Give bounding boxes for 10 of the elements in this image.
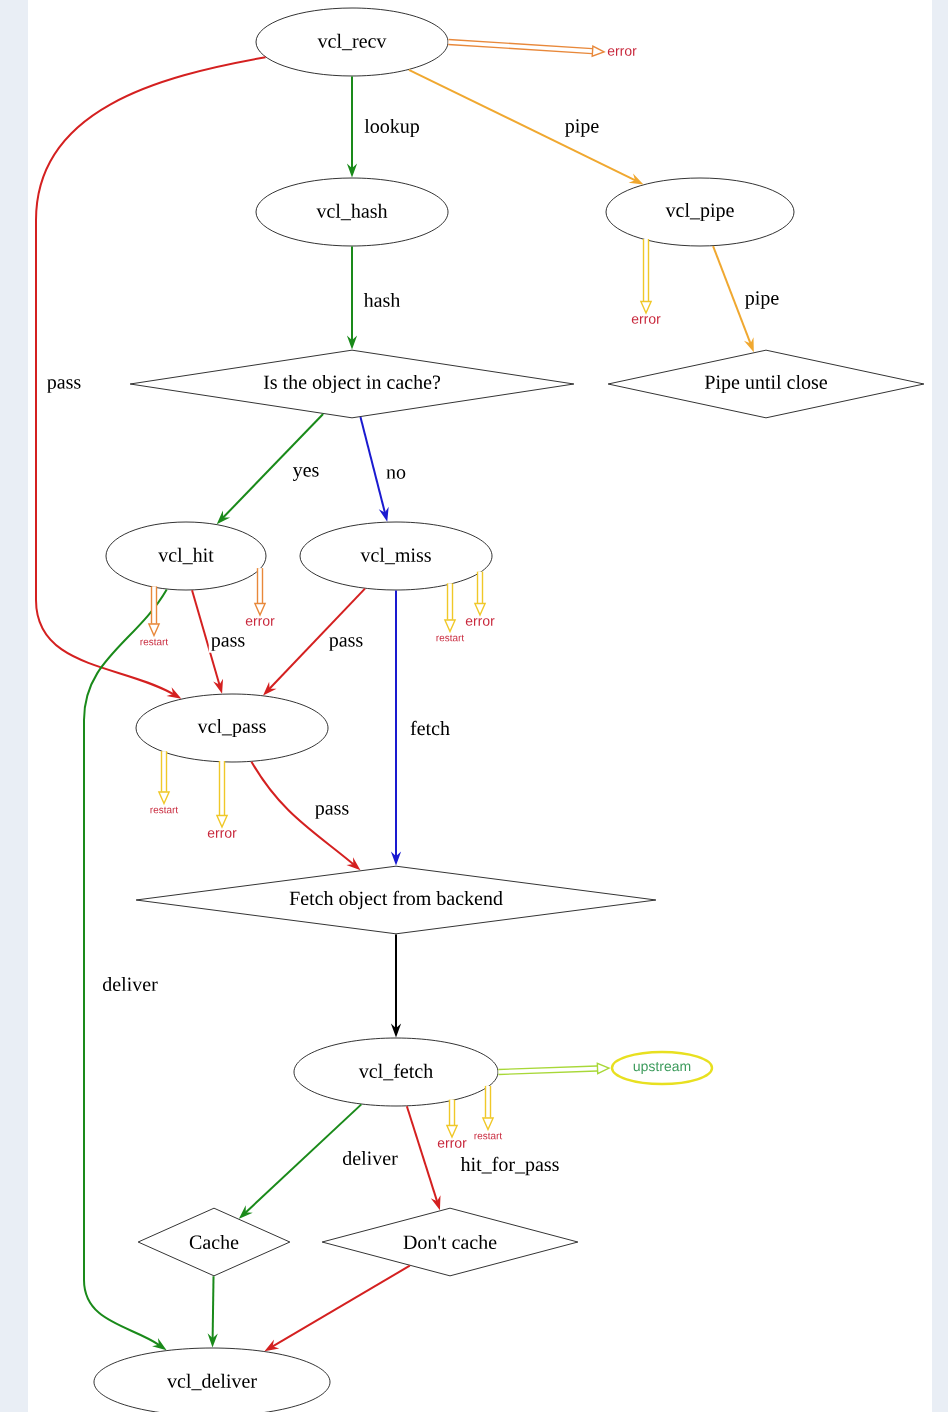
- edge-label: pass: [208, 635, 248, 653]
- arrow: [35, 56, 267, 699]
- edge-label: yes: [290, 465, 322, 483]
- edge-label: pass: [44, 377, 84, 395]
- edge-label: pipe: [562, 117, 602, 139]
- edge-label: pass: [326, 635, 366, 653]
- edge-label: no: [384, 467, 408, 481]
- edge-label: pass: [312, 803, 352, 821]
- edge-label: lookup: [362, 116, 422, 140]
- edge-label: pipe: [742, 289, 782, 311]
